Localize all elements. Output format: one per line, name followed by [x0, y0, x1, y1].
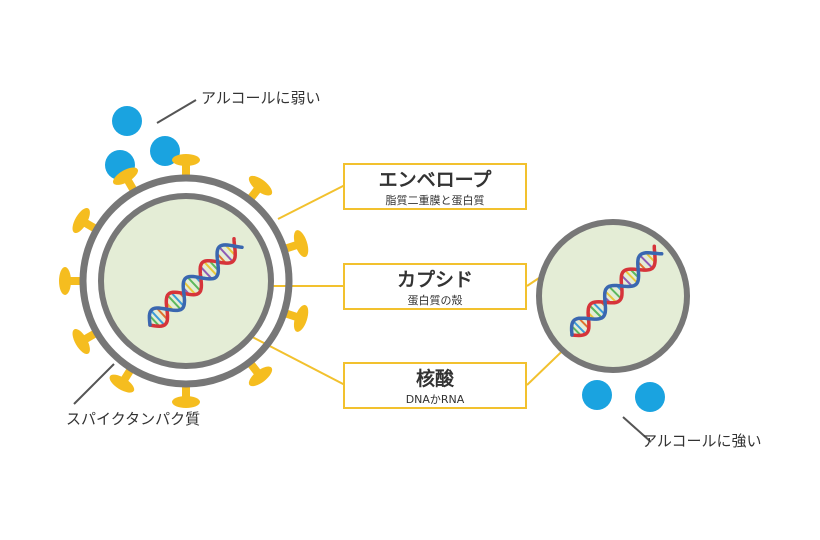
alcohol-droplet	[635, 382, 665, 412]
spike-protein-icon	[172, 154, 200, 181]
spike-protein-icon	[172, 381, 200, 408]
dna-rung	[170, 291, 185, 307]
spike-proteins	[59, 154, 309, 408]
dna-rung	[604, 290, 617, 304]
capsid-box: カプシド 蛋白質の殻	[343, 263, 527, 310]
connector-envelope	[277, 184, 346, 220]
spike-protein-icon	[279, 230, 309, 258]
dna-strand	[148, 236, 237, 328]
dna-rung	[608, 285, 622, 300]
envelope-membrane	[79, 174, 293, 388]
nucleic-acid-title: 核酸	[415, 368, 454, 390]
leader-line-strong	[622, 416, 652, 443]
dna-rung	[218, 246, 234, 263]
dna-rung	[592, 301, 606, 316]
dna-strand	[147, 243, 244, 327]
envelope-title: エンベロープ	[378, 169, 492, 191]
envelope-subtitle: 脂質二重膜と蛋白質	[385, 193, 485, 207]
dna-rung	[620, 274, 633, 287]
dna-helix-icon	[147, 236, 244, 328]
capsid-subtitle: 蛋白質の殻	[407, 293, 463, 307]
leader-line-weak	[156, 99, 197, 124]
dna-rung	[578, 317, 590, 330]
dna-rung	[186, 276, 202, 292]
dna-rung	[624, 269, 638, 284]
nucleic-acid-subtitle: DNAかRNA	[405, 392, 465, 406]
alcohol-droplet	[112, 106, 142, 136]
envelope-box: エンベロープ 脂質二重膜と蛋白質	[343, 163, 527, 210]
dna-rung	[182, 281, 197, 296]
capsid-title: カプシド	[396, 269, 473, 291]
dna-strand	[570, 244, 657, 338]
dna-strand	[569, 251, 664, 337]
dna-rung	[572, 320, 587, 335]
capsid-shell	[98, 193, 274, 369]
dna-rung	[639, 254, 654, 269]
dna-rung	[199, 265, 213, 280]
alcohol-droplet	[582, 380, 612, 410]
dna-rung	[588, 304, 603, 319]
label-spike-protein: スパイクタンパク質	[66, 410, 201, 428]
dna-helix-icon	[569, 244, 664, 338]
label-weak-alcohol: アルコールに弱い	[201, 89, 321, 107]
nucleic-acid-box: 核酸 DNAかRNA	[343, 362, 527, 409]
leader-line-spike	[73, 363, 115, 405]
dna-rung	[156, 307, 169, 321]
dna-rung	[166, 294, 182, 311]
dna-rung	[203, 260, 218, 277]
label-strong-alcohol: アルコールに強い	[642, 432, 762, 450]
non-enveloped-capsid	[536, 219, 690, 373]
dna-rung	[150, 309, 166, 326]
